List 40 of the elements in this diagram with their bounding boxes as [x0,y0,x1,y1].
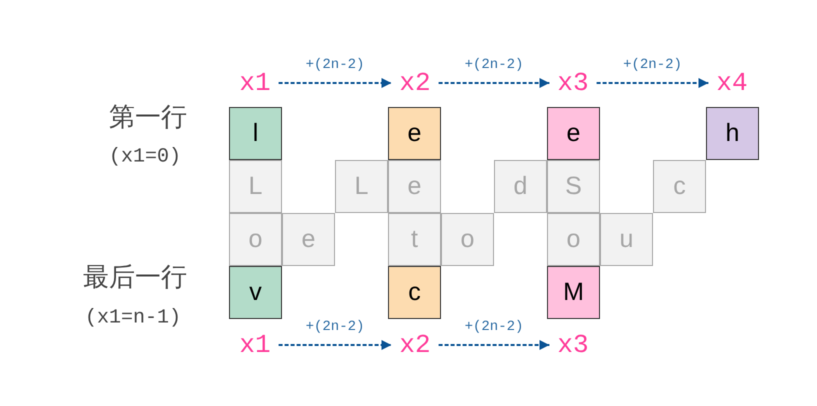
formula-label: (x1=n-1) [84,306,181,330]
arrow [438,78,550,88]
edge-label: +(2n-2) [623,57,682,73]
index-label: x1 [239,331,271,359]
letter-cell: o [229,213,282,266]
letter-cell: S [547,160,600,213]
index-label: x2 [399,331,431,359]
letter-cell: d [494,160,547,213]
index-label: x1 [239,69,271,97]
letter-cell: u [600,213,653,266]
highlighted-letter-cell: v [229,266,282,319]
index-label: x3 [557,331,589,359]
letter-cell: o [547,213,600,266]
highlighted-letter-cell: e [547,107,600,160]
row-heading: 第一行 [109,102,187,134]
index-label: x4 [716,69,748,97]
index-label: x3 [557,69,589,97]
letter-cell: L [229,160,282,213]
highlighted-letter-cell: h [706,107,759,160]
index-label: x2 [399,69,431,97]
arrow [278,340,392,350]
letter-cell: o [441,213,494,266]
highlighted-letter-cell: c [388,266,441,319]
highlighted-letter-cell: M [547,266,600,319]
row-heading: 最后一行 [83,262,187,294]
letter-cell: t [388,213,441,266]
letter-cell: L [335,160,388,213]
formula-label: (x1=0) [108,146,181,168]
arrow [278,78,392,88]
edge-label: +(2n-2) [306,319,364,335]
edge-label: +(2n-2) [464,57,524,73]
edge-label: +(2n-2) [464,319,524,335]
arrow [438,340,550,350]
letter-cell: c [653,160,706,213]
letter-cell: e [282,213,335,266]
arrow [596,78,708,88]
edge-label: +(2n-2) [306,57,364,73]
letter-cell: e [388,160,441,213]
highlighted-letter-cell: l [229,107,282,160]
highlighted-letter-cell: e [388,107,441,160]
